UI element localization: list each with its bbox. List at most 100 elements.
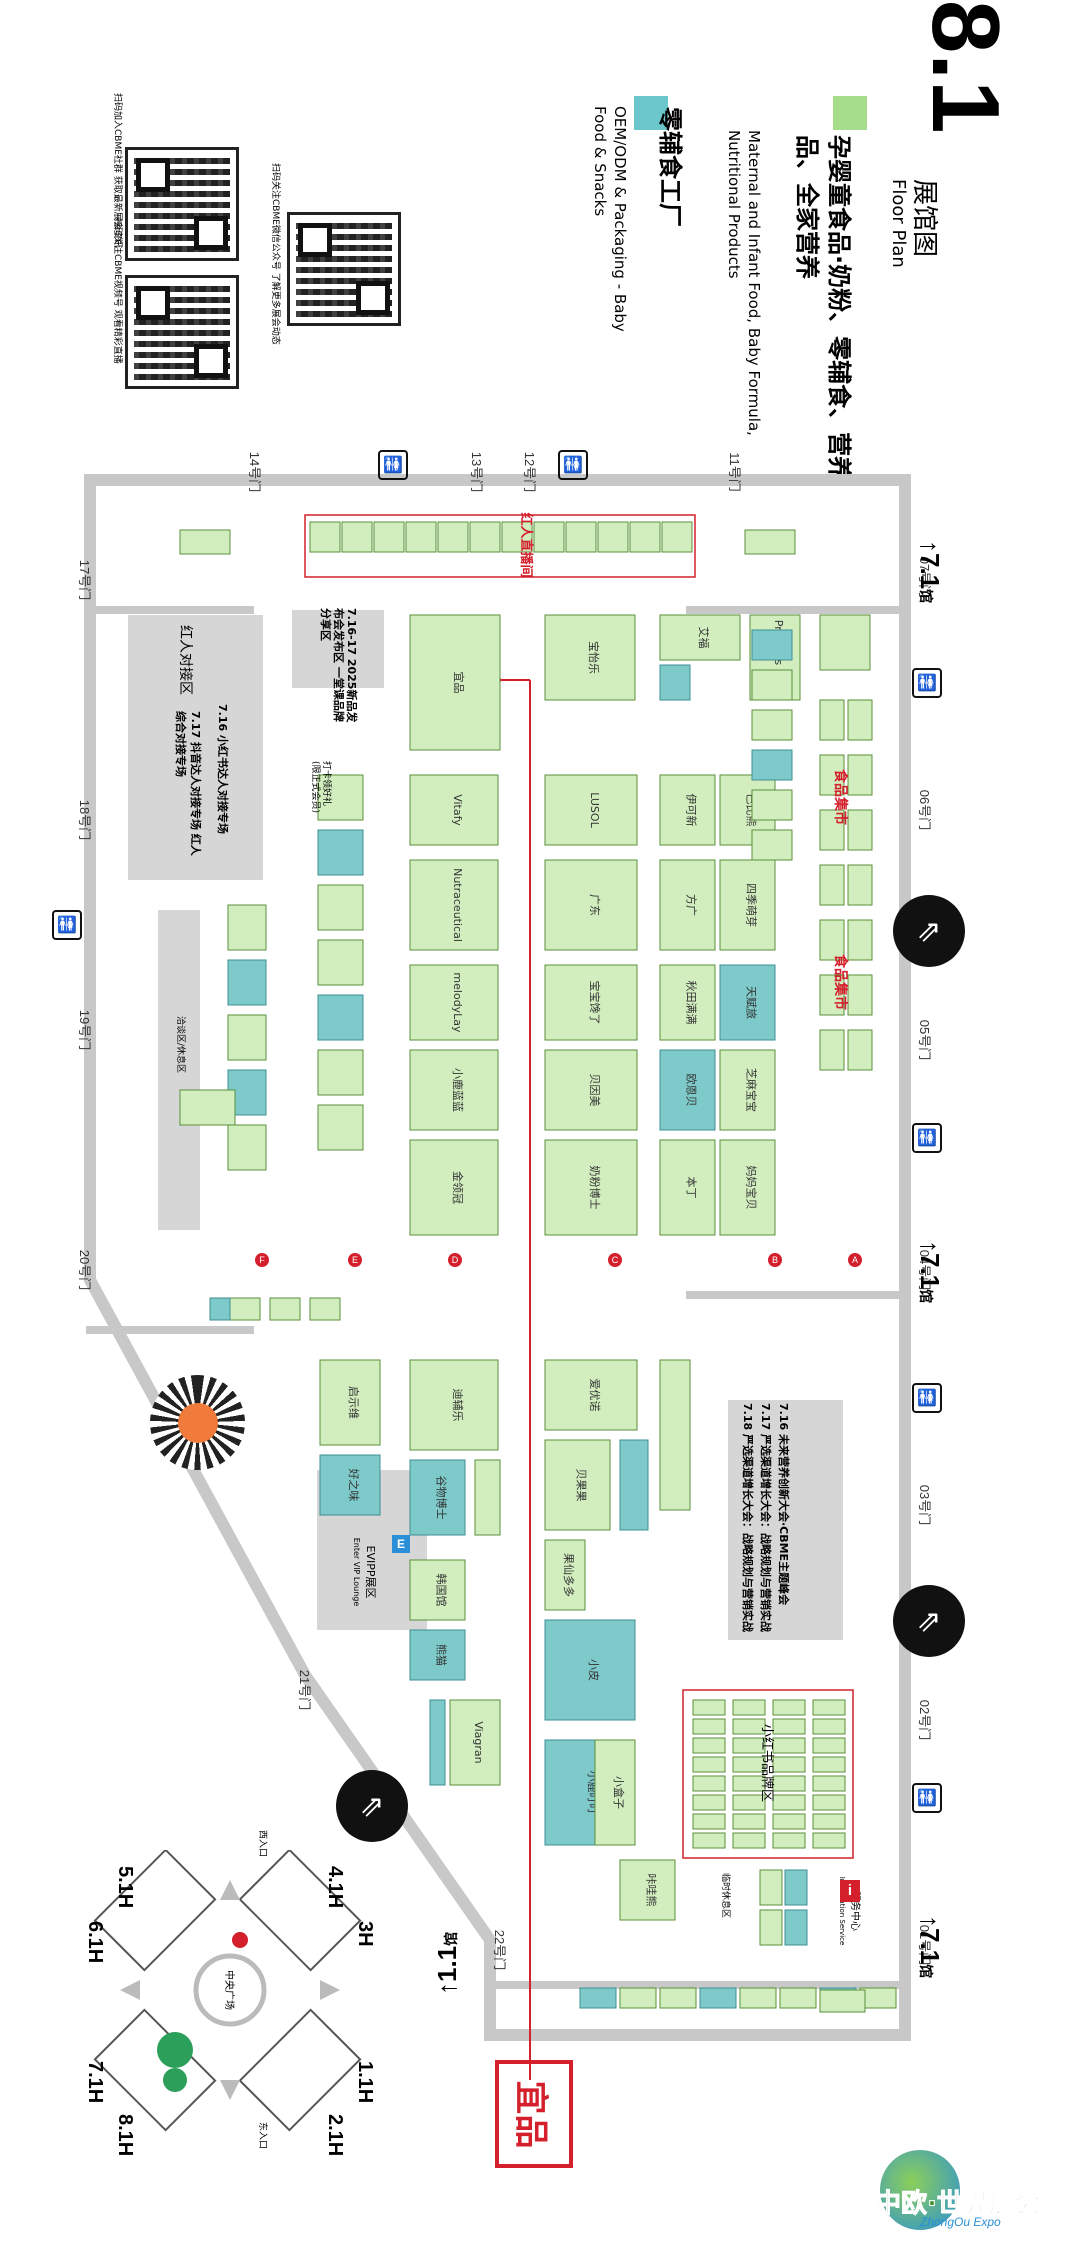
small-booth [784,1909,808,1946]
gate-label: 19号门 [77,1010,92,1050]
live-room-outline [304,514,696,578]
market-booth [847,974,873,1016]
qr-code-2[interactable] [125,147,239,261]
compass-hall-8: 8.1H [114,2114,136,2157]
gate-label: 04号门 [917,1250,932,1290]
market-booth [847,754,873,796]
small-booth [751,789,793,821]
small-booth [309,1297,341,1321]
lounge-label: 临时休息区 [720,1873,730,1919]
booth-label: Nutraceutical [451,868,464,942]
booth-label: 芝麻宝宝 [745,1068,759,1112]
small-booth [317,994,364,1041]
xhs-booth [812,1832,846,1849]
market-booth [819,919,845,961]
press-area [292,610,384,688]
small-booth [759,1909,783,1946]
booth-label: 广东 [588,894,601,916]
booth [544,964,638,1041]
booth [409,1049,499,1131]
market-booth [819,699,845,741]
booth-label: 方广 [685,894,699,916]
bottom-booth [739,1987,777,2009]
booth [659,1359,691,1511]
booth [659,1049,716,1131]
gate-label: 20号门 [77,1250,92,1290]
gate-label: 03号门 [917,1485,932,1525]
venue-compass [93,1850,362,2132]
compass-hall-2: 2.1H [324,2114,346,2157]
booth [409,859,499,951]
xhs-booth [732,1756,766,1773]
live-booth [501,521,533,553]
booth [474,1459,501,1536]
market-booth [819,809,845,851]
booth-label: 四季萌芽 [745,883,759,927]
booth-label: 本丁 [685,1177,699,1199]
restroom-icon: 🚻 [912,1783,942,1813]
booth-label: 迪辅乐 [451,1389,465,1422]
market-booth [847,1029,873,1071]
forum-stage [728,1400,843,1640]
row-marker-label: B [772,1255,778,1265]
gate-label: 05号门 [917,1020,932,1060]
row-marker [255,1253,269,1267]
hall-link-mid[interactable]: ↑7.1馆 [915,1240,945,1304]
brand-globe-icon [880,2150,960,2230]
booth-label: 贝果果 [575,1469,588,1502]
escalator-icon-1: ⇗ [893,895,965,967]
xhs-zone-label: 小红书品牌区 [759,1724,774,1803]
booth-label: 熊猫 [435,1644,449,1666]
row-marker [848,1253,862,1267]
hall-link-top[interactable]: ↑7.1馆 [915,540,945,604]
live-booth [597,521,629,553]
food-market-label-1: 食品集市 [832,769,848,825]
gate-label: 06号门 [917,790,932,830]
service-icon[interactable]: i [840,1880,860,1902]
xhs-booth [772,1737,806,1754]
gate-label: 17号门 [77,560,92,600]
gate-label: 01号门 [917,1925,932,1965]
small-booth [317,1104,364,1151]
yipin-stamp: 宜品 [495,2060,573,2168]
live-booth [405,521,437,553]
row-marker-label: C [612,1255,619,1265]
xhs-zone-outline [682,1689,854,1859]
mini-program-qr[interactable] [150,1375,245,1470]
hall-link-left[interactable]: ↑1.1馆 [432,1931,462,1995]
restroom-icon: 🚻 [912,1383,942,1413]
escalator-icon-3: ⇗ [336,1770,408,1842]
checkin-label: 打卡领好礼 (限正式会员) [310,761,331,814]
gate-label: 12号门 [522,452,537,492]
small-booth [227,1014,267,1061]
escalator-icon-2: ⇗ [893,1585,965,1657]
hall-link-bottom[interactable]: ↑7.1馆 [915,1915,945,1979]
brand-name: 中欧·世界展会 [875,2189,1042,2220]
qr-code-3[interactable] [125,275,239,389]
brand-name-en: ZhongOu Expo [920,2215,1001,2229]
xhs-booth [812,1699,846,1716]
live-booth [437,521,469,553]
gate-label: 07号门 [917,557,932,597]
influencer-schedule-2: 7.17 抖音达人对接专场 红人综合对接专场 [174,711,202,856]
booth [659,859,716,951]
booth-label: 小鹿蓝蓝 [451,1068,465,1112]
row-marker [608,1253,622,1267]
small-booth [784,1869,808,1906]
bottom-booth [659,1987,697,2009]
compass-east: 东入口 [257,2122,267,2150]
row-marker-label: D [452,1255,459,1265]
qr-code-1[interactable] [287,212,401,326]
compass-west: 西入口 [257,1830,267,1858]
booth [544,1439,611,1531]
booth [409,1139,499,1236]
booth [409,964,499,1041]
gate-label: 02号门 [917,1700,932,1740]
booth [544,1139,638,1236]
booth-label: 谷物博士 [435,1476,449,1520]
xhs-booth [732,1699,766,1716]
compass-hall-7: 7.1H [84,2061,106,2104]
